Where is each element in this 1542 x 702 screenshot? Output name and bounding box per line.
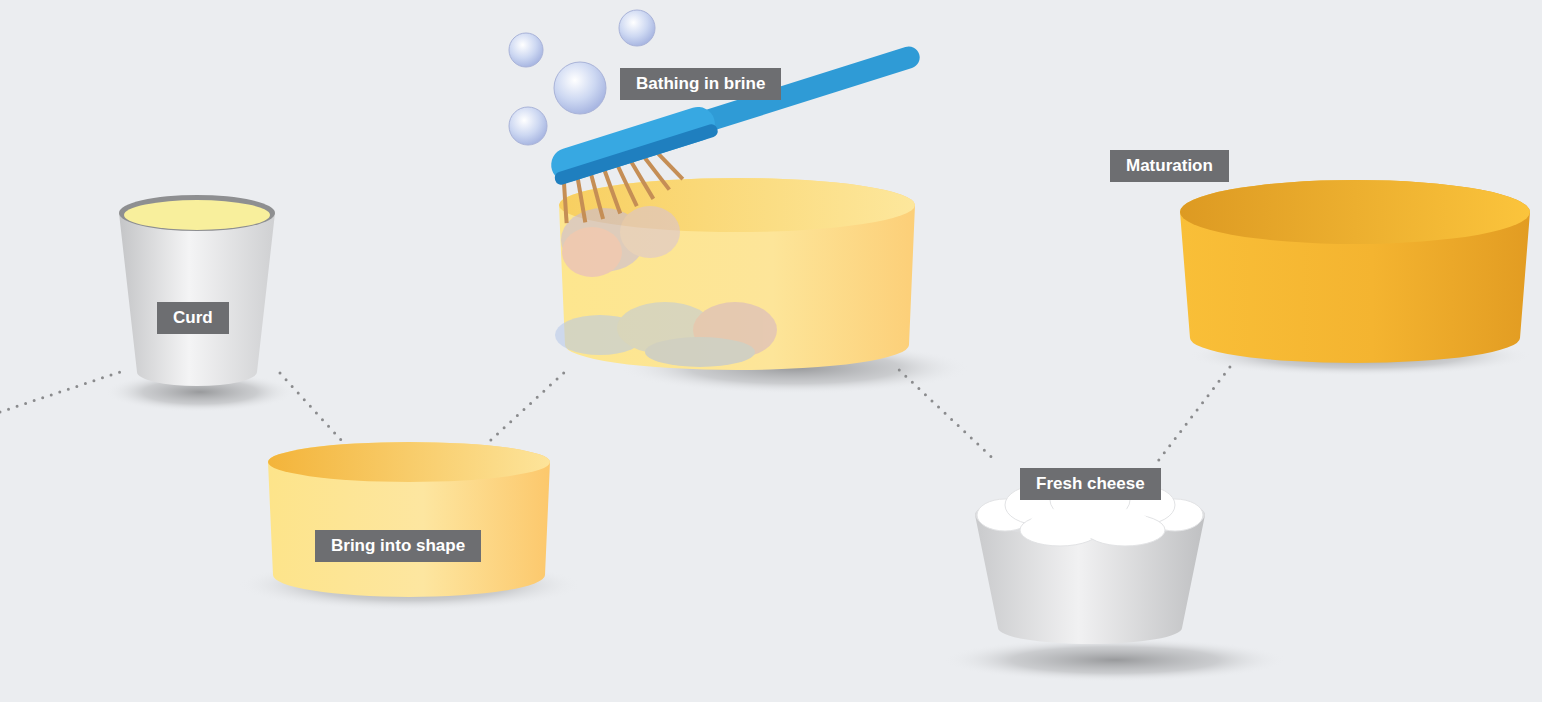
bristle xyxy=(658,149,683,184)
bowl-body xyxy=(975,493,1205,644)
process-step: Curd xyxy=(110,180,280,380)
brush-head xyxy=(547,103,719,187)
bubble xyxy=(509,33,543,67)
bowl-shadow xyxy=(943,638,1287,682)
cheese-wheel xyxy=(1180,180,1530,363)
bristle xyxy=(572,179,591,223)
dotted-connector xyxy=(1159,360,1235,460)
wheel-top xyxy=(1180,180,1530,244)
step-label: Bring into shape xyxy=(315,530,481,562)
process-step: Fresh cheese xyxy=(970,460,1210,640)
dotted-connector xyxy=(491,370,567,440)
brush xyxy=(545,38,938,230)
step-label: Curd xyxy=(157,302,229,334)
bubble xyxy=(554,62,606,114)
wheel-top xyxy=(268,442,550,482)
bristle xyxy=(604,170,620,214)
bristle xyxy=(554,181,576,223)
dotted-connector xyxy=(899,370,994,460)
bristle xyxy=(618,164,637,208)
curd-surface xyxy=(124,200,270,230)
process-step: Bathing in brine xyxy=(545,60,925,370)
step-label: Bathing in brine xyxy=(620,68,781,100)
cheese-wheel xyxy=(268,442,550,597)
dotted-connector xyxy=(280,373,341,440)
bubble xyxy=(619,10,655,46)
foam xyxy=(555,206,777,367)
step-label: Maturation xyxy=(1110,150,1229,182)
step-label: Fresh cheese xyxy=(1020,468,1161,500)
process-step: Bring into shape xyxy=(262,440,557,590)
brush-head-edge xyxy=(553,123,719,187)
foam-blob xyxy=(645,337,755,367)
cup-rim xyxy=(119,195,275,231)
process-step: Maturation xyxy=(1105,145,1530,360)
foam-blob xyxy=(562,227,622,277)
curd-blob xyxy=(1030,506,1150,538)
cup-body xyxy=(119,213,275,386)
bristle xyxy=(589,174,605,218)
foam-blob xyxy=(620,206,680,258)
bubble xyxy=(509,107,547,145)
